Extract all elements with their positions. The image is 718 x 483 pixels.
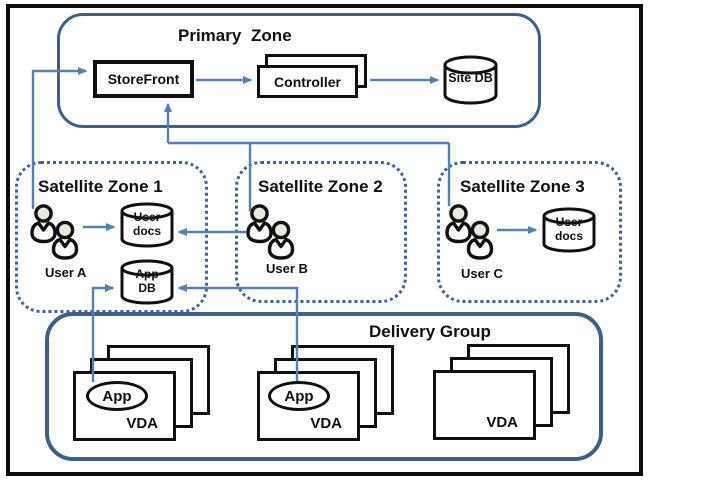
app-ellipse-2: App	[268, 381, 330, 411]
satellite-zone-3-title: Satellite Zone 3	[460, 177, 585, 196]
cylinder-shape-icon	[120, 202, 174, 248]
app-label-2: App	[284, 387, 314, 405]
cylinder-shape-icon	[542, 207, 596, 253]
app-ellipse-1: App	[86, 381, 148, 411]
vda-stack3-label: VDA	[486, 414, 518, 431]
zone1-user-label: User A	[45, 265, 87, 280]
controller-label: Controller	[274, 73, 341, 90]
site-db-label: Site DB	[448, 71, 493, 85]
vda-stack2-label: VDA	[310, 415, 342, 432]
storefront-label: StoreFront	[107, 71, 180, 87]
vda-stack1-label: VDA	[126, 415, 158, 432]
outer-frame	[6, 4, 643, 476]
zone3-user-label: User C	[461, 266, 503, 281]
delivery-group: Delivery Group	[45, 312, 603, 461]
primary-zone-title: Primary Zone	[178, 26, 292, 45]
zone3-users-icon	[445, 204, 494, 260]
storefront-box: StoreFront	[93, 60, 194, 98]
zone3-user-docs-cylinder: User docs	[542, 207, 596, 253]
zone3-user-docs-label: User docs	[554, 215, 583, 244]
satellite-zone-3: Satellite Zone 3	[437, 161, 622, 303]
cylinder-shape-icon	[120, 259, 174, 305]
satellite-zone-1-title: Satellite Zone 1	[38, 177, 163, 196]
cylinder-shape-icon	[443, 55, 498, 105]
vda-stack3-front-box: VDA	[433, 370, 536, 440]
controller-box: Controller	[257, 65, 358, 98]
zone1-app-db-label: App DB	[135, 267, 159, 296]
zone2-users-icon	[246, 204, 295, 260]
delivery-group-title: Delivery Group	[369, 322, 491, 341]
satellite-zone-2-title: Satellite Zone 2	[258, 177, 383, 196]
zone1-users-icon	[30, 204, 79, 260]
zone1-user-docs-label: User docs	[132, 210, 161, 239]
zone2-user-label: User B	[266, 261, 308, 276]
app-label-1: App	[102, 387, 132, 405]
zone1-user-docs-cylinder: User docs	[120, 202, 174, 248]
zone1-app-db-cylinder: App DB	[120, 259, 174, 305]
site-db-cylinder: Site DB	[443, 55, 498, 105]
